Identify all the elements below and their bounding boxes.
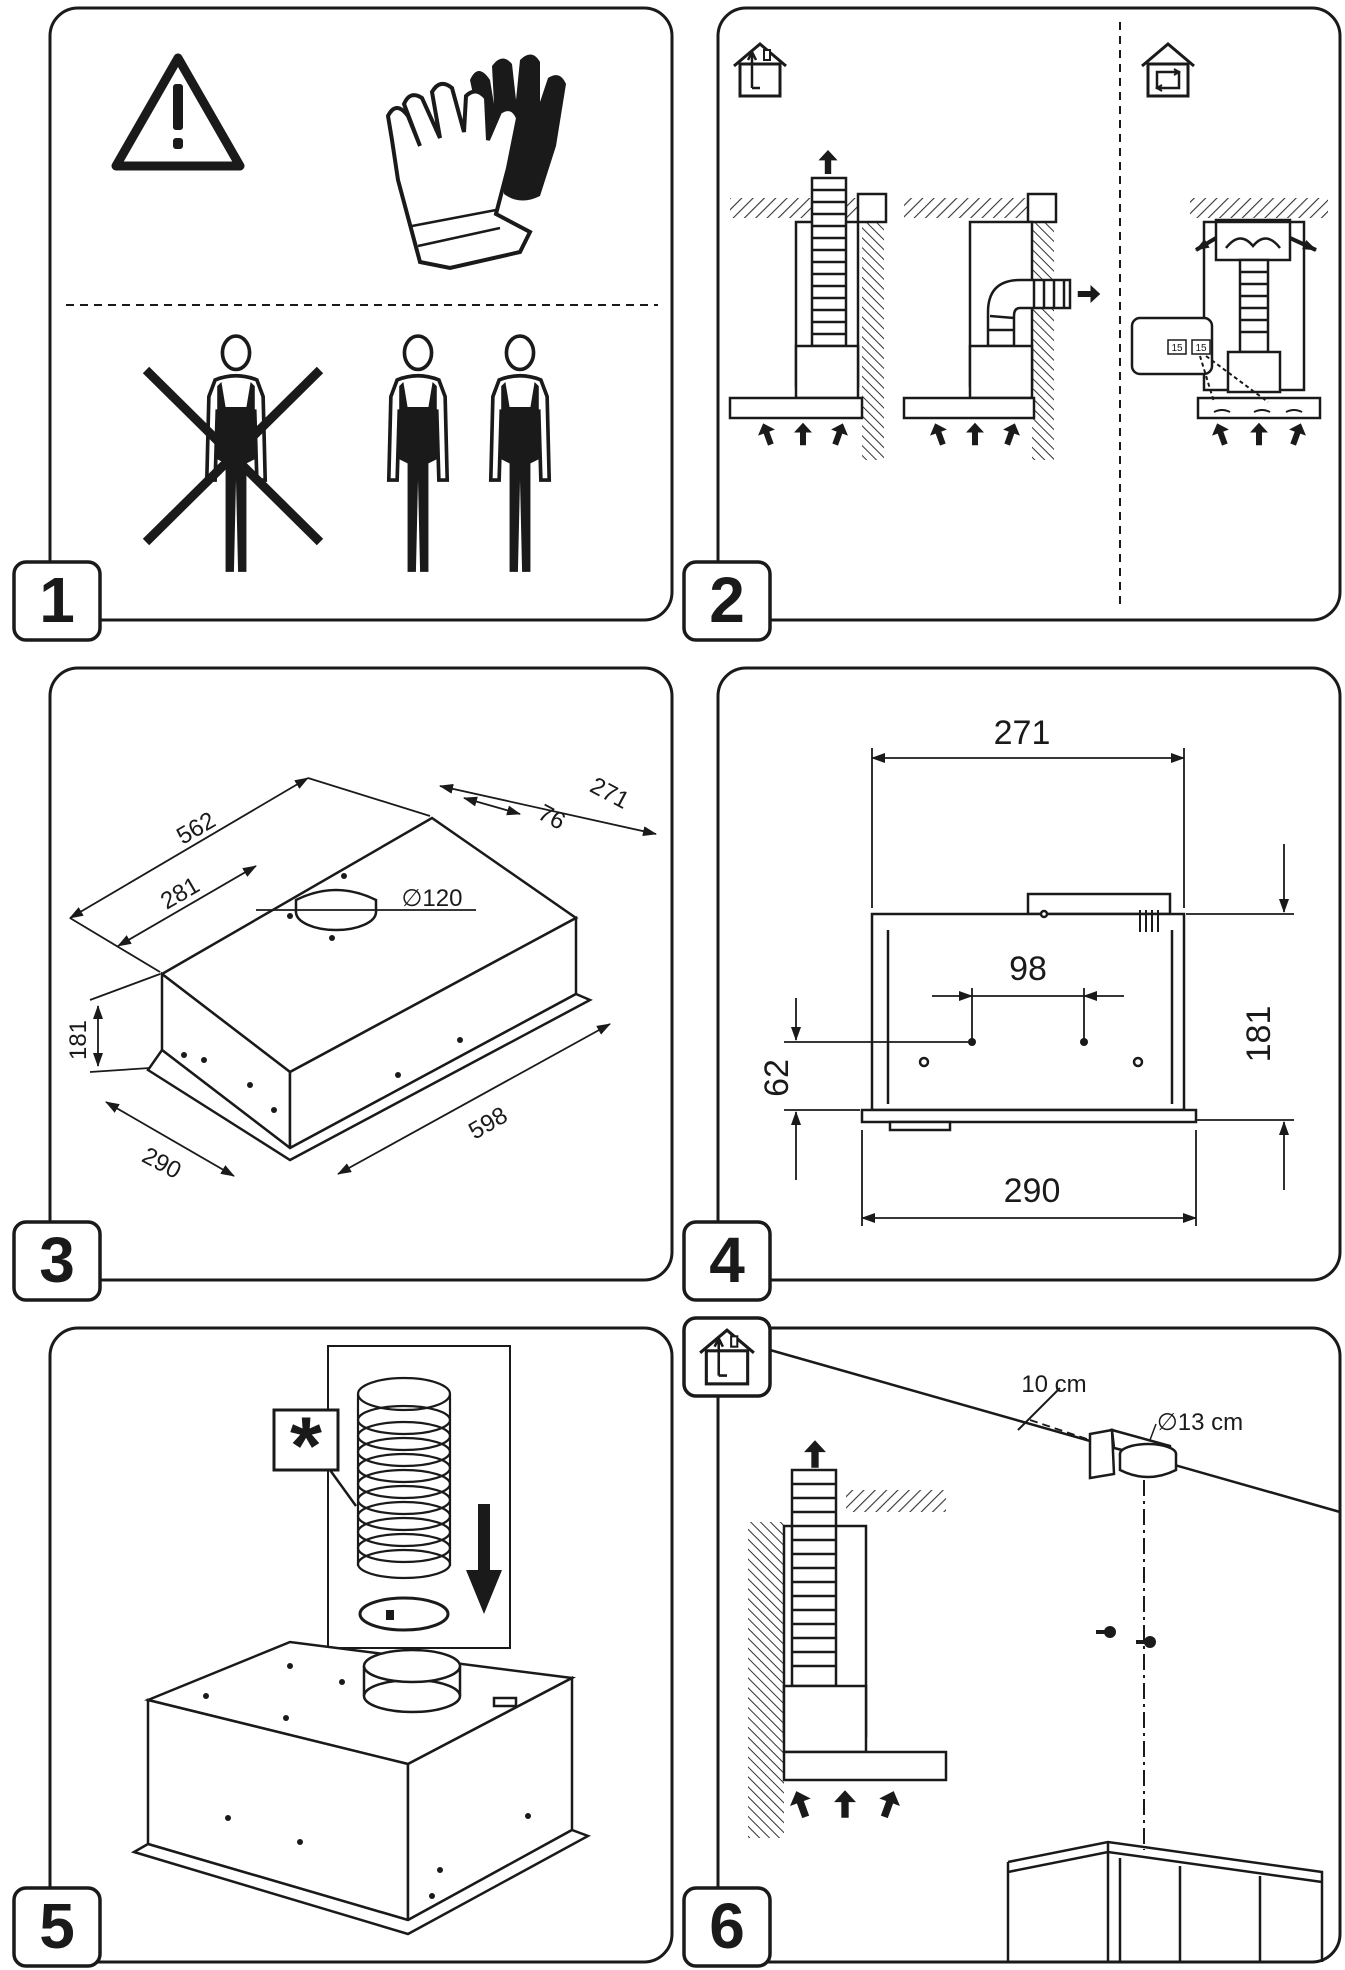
ducted-vertical-diagram: [728, 150, 888, 460]
warning-icon: [111, 53, 245, 171]
house-duct-badge: [682, 1316, 772, 1398]
step-5-panel: * 5: [12, 1326, 674, 1968]
ducted-rear-diagram: [902, 192, 1101, 460]
flexible-duct: [356, 1376, 452, 1632]
dimension-lines-side: [784, 748, 1294, 1226]
note-asterisk-box: *: [272, 1401, 358, 1507]
dimension-lines: [69, 777, 657, 1177]
svg-text:15: 15: [1171, 343, 1183, 354]
step-badge-4: 4: [682, 1220, 772, 1302]
step-badge-1: 1: [12, 560, 102, 642]
step-badge-2: 2: [682, 560, 772, 642]
hood-with-collar: [130, 1640, 591, 1936]
ceiling-bracket: [1088, 1428, 1178, 1480]
step-badge-5: 5: [12, 1886, 102, 1968]
svg-text:98: 98: [1009, 950, 1047, 988]
svg-text:1: 1: [39, 564, 75, 636]
screw-icons: [1096, 1626, 1156, 1648]
svg-text:6: 6: [709, 1890, 745, 1962]
hood-side-view: [860, 892, 1198, 1132]
svg-text:62: 62: [758, 1059, 796, 1097]
arrow-down-icon: [466, 1504, 502, 1614]
recirculation-diagram: 15 15: [1130, 198, 1328, 448]
step-1-panel: 1: [12, 6, 674, 642]
svg-text:∅120: ∅120: [402, 885, 463, 912]
wall-cabinet: [1006, 1840, 1324, 1962]
svg-text:4: 4: [709, 1224, 745, 1296]
svg-text:2: 2: [709, 564, 745, 636]
svg-text:290: 290: [1004, 1172, 1061, 1210]
ducted-vertical-diagram-6: [748, 1440, 948, 1838]
step-4-panel: 271 98 62 181 290 4: [682, 666, 1342, 1302]
svg-text:3: 3: [39, 1224, 75, 1296]
step-6-panel: 10 cm ∅13 cm: [682, 1316, 1342, 1968]
step-3-panel: 562 281 271 76 ∅120 181 598 290 3: [12, 666, 674, 1302]
step-2-panel: 15 15 2: [682, 6, 1342, 642]
svg-text:271: 271: [994, 714, 1051, 752]
single-person-crossed-icon: [142, 336, 324, 572]
step-badge-6: 6: [682, 1886, 772, 1968]
svg-text:181: 181: [1240, 1006, 1278, 1063]
svg-text:15: 15: [1195, 343, 1207, 354]
svg-text:10 cm: 10 cm: [1021, 1371, 1086, 1398]
svg-text:181: 181: [65, 1020, 92, 1060]
svg-text:5: 5: [39, 1890, 75, 1962]
step-badge-3: 3: [12, 1220, 102, 1302]
gloves-icon: [385, 54, 566, 271]
svg-text:*: *: [290, 1401, 322, 1492]
svg-text:∅13 cm: ∅13 cm: [1157, 1409, 1243, 1436]
